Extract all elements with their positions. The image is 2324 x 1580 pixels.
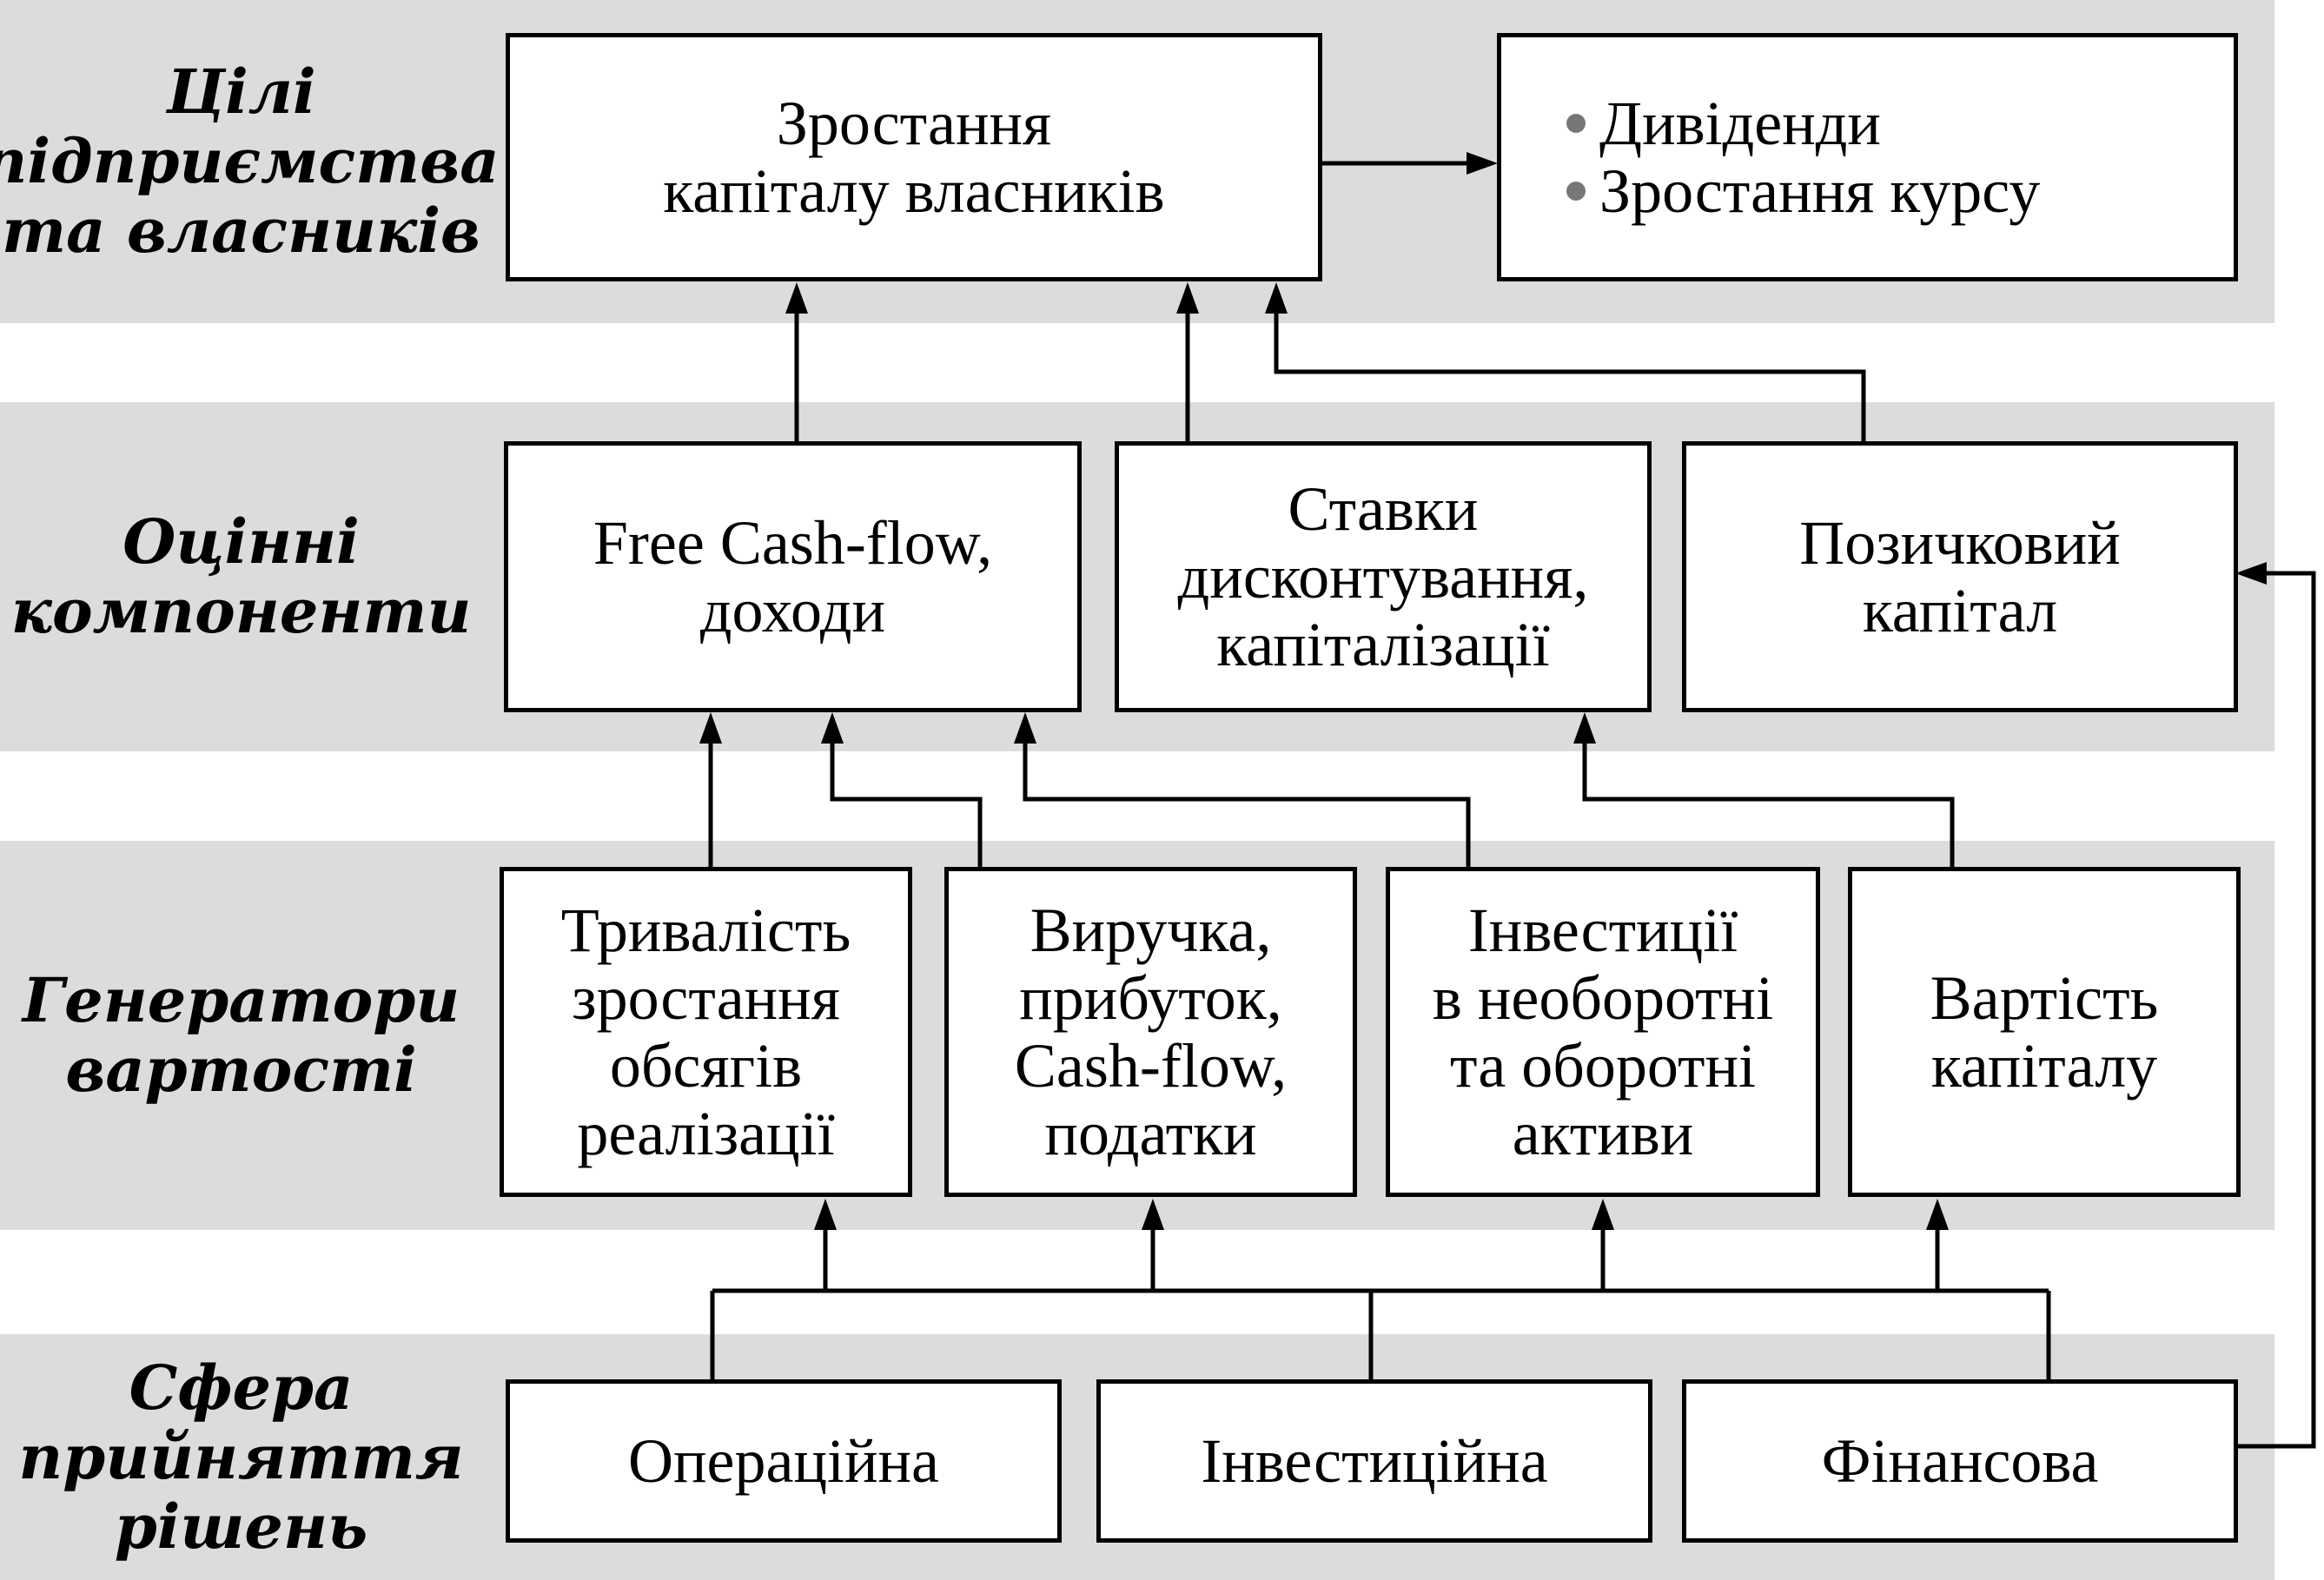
arrowhead xyxy=(699,712,722,744)
node-text-line: Позичковий xyxy=(1799,508,2121,578)
node-text-line: Інвестиційна xyxy=(1201,1426,1548,1496)
edge-investments-to-fcf xyxy=(1023,737,1471,867)
node-growth-duration: Тривалість зростання обсягів реалізації xyxy=(500,867,912,1197)
node-free-cash-flow: Free Cash-flow, доходи xyxy=(504,441,1082,712)
edge-revenue-to-fcf xyxy=(830,737,983,867)
bullet-item: Дивіденди xyxy=(1566,89,1881,157)
band-label-line: рішень xyxy=(114,1490,368,1563)
arrowhead xyxy=(1592,1199,1614,1230)
band-label-line: вартості xyxy=(65,1034,417,1106)
arrowhead xyxy=(785,282,808,314)
node-discount-rates: Ставки дисконтування, капіталізації xyxy=(1115,441,1652,712)
arrowhead xyxy=(1265,282,1288,314)
node-text-line: прибуток, xyxy=(1019,963,1282,1033)
node-investment: Інвестиційна xyxy=(1096,1379,1652,1543)
node-text-line: капіталу власників xyxy=(663,156,1165,226)
band-label-line: компоненти xyxy=(10,575,472,647)
arrowhead xyxy=(1573,712,1596,744)
node-text-line: Фінансова xyxy=(1821,1426,2099,1496)
node-text-line: зростання xyxy=(572,963,840,1033)
band-label-goals: Цілі підприємства та власників xyxy=(0,0,500,323)
bullet-icon xyxy=(1566,114,1586,133)
node-text-line: капітал xyxy=(1862,576,2058,645)
bullet-text: Дивіденди xyxy=(1599,89,1881,158)
arrowhead xyxy=(1926,1199,1949,1230)
band-label-line: та власників xyxy=(2,195,480,267)
bullet-icon xyxy=(1566,182,1586,201)
node-text-line: Cash-flow, xyxy=(1014,1031,1288,1101)
node-text-line: та оборотні xyxy=(1450,1031,1756,1101)
node-text-line: Операційна xyxy=(628,1426,939,1496)
node-capital-cost: Вартість капіталу xyxy=(1848,867,2241,1197)
bullet-item: Зростання курсу xyxy=(1566,157,2040,225)
node-borrowed-capital: Позичковий капітал xyxy=(1682,441,2238,712)
arrowhead xyxy=(1176,282,1199,314)
node-text-line: Інвестиції xyxy=(1467,896,1738,965)
node-revenue-profit: Виручка, прибуток, Cash-flow, податки xyxy=(944,867,1357,1197)
node-text-line: податки xyxy=(1044,1099,1257,1168)
edge-loan-to-capital xyxy=(1274,306,1866,441)
node-financial: Фінансова xyxy=(1682,1379,2238,1543)
edge-financial-to-loan xyxy=(2235,571,2316,1449)
arrowhead xyxy=(821,712,844,744)
band-label-decisions: Сфера прийняття рішень xyxy=(0,1334,482,1580)
arrowhead xyxy=(1467,152,1498,175)
arrowhead xyxy=(1014,712,1036,744)
bullet-text: Зростання курсу xyxy=(1599,156,2041,226)
edge-capitalcost-to-rates xyxy=(1582,737,1955,867)
node-text-line: доходи xyxy=(699,576,886,645)
node-text-line: капіталу xyxy=(1930,1031,2158,1101)
node-text-line: активи xyxy=(1512,1099,1694,1168)
band-label-line: Цілі xyxy=(166,56,316,128)
band-label-line: Генератори xyxy=(22,964,460,1036)
node-operating: Операційна xyxy=(506,1379,1062,1543)
node-text-line: Зростання xyxy=(776,89,1052,158)
band-label-evaluation: Оцінні компоненти xyxy=(0,402,482,751)
band-label-line: прийняття xyxy=(18,1420,464,1493)
band-label-line: підприємства xyxy=(0,125,500,197)
node-text-line: капіталізації xyxy=(1216,610,1550,679)
node-text-line: в необоротні xyxy=(1432,963,1774,1033)
node-text-line: дисконтування, xyxy=(1177,542,1589,612)
band-label-line: Оцінні xyxy=(122,506,360,578)
node-text-line: Тривалість xyxy=(560,896,851,965)
band-label-generators: Генератори вартості xyxy=(0,841,482,1230)
node-text-line: Ставки xyxy=(1288,474,1479,544)
node-text-line: реалізації xyxy=(577,1099,835,1168)
node-dividends: Дивіденди Зростання курсу xyxy=(1497,33,2238,281)
node-text-line: Вартість xyxy=(1930,963,2159,1033)
arrowhead xyxy=(814,1199,837,1230)
node-text-line: Free Cash-flow, xyxy=(593,508,993,578)
arrowhead xyxy=(1142,1199,1164,1230)
arrowhead xyxy=(2235,562,2267,585)
node-owner-capital-growth: Зростання капіталу власників xyxy=(506,33,1322,281)
node-text-line: Виручка, xyxy=(1030,896,1272,965)
node-text-line: обсягів xyxy=(609,1031,803,1101)
band-label-line: Сфера xyxy=(129,1351,354,1424)
node-investments: Інвестиції в необоротні та оборотні акти… xyxy=(1386,867,1820,1197)
